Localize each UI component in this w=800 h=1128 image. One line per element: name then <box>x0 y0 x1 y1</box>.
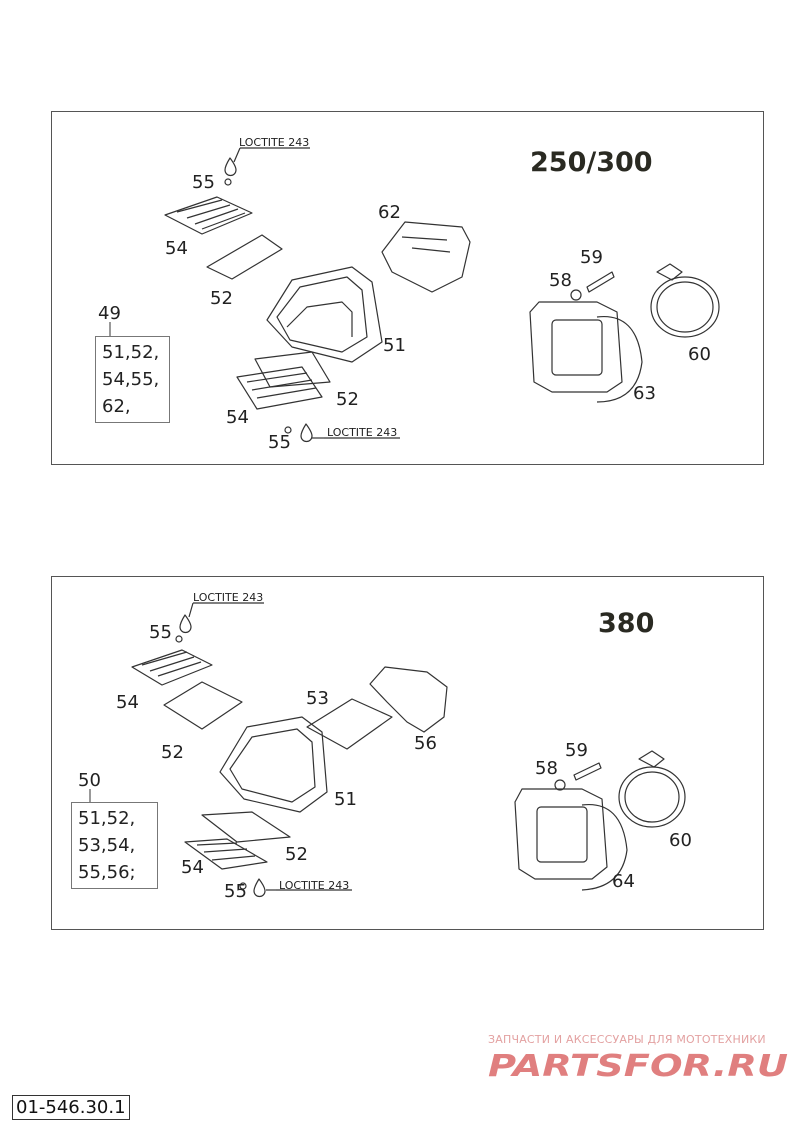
part-number-59: 59 <box>565 740 588 761</box>
kit-contents-box: 51,52, 54,55, 62, <box>95 336 170 423</box>
part-number-58: 58 <box>549 270 572 291</box>
part-number-51: 51 <box>383 335 406 356</box>
model-title: 250/300 <box>530 147 653 178</box>
part-number-60: 60 <box>688 344 711 365</box>
intake-manifold <box>529 301 623 393</box>
loctite-drop-icon <box>224 157 237 177</box>
kit-line: 54,55, <box>102 369 160 390</box>
reed-stopper-top <box>163 681 243 730</box>
diagram-panel-250-300: 250/300 LOCTITE 243 LOCTITE 243 55 54 52… <box>51 111 764 465</box>
reed-insert-56 <box>369 666 448 733</box>
kit-line: 62, <box>102 396 131 417</box>
reed-petal-bottom <box>236 366 323 410</box>
exploded-view-drawing <box>89 602 686 898</box>
partsfor-logo: PARTSFOR.RU <box>488 1049 788 1082</box>
part-number-62: 62 <box>378 202 401 223</box>
reed-petal-bottom <box>184 838 268 870</box>
diagram-panel-380: 380 LOCTITE 243 LOCTITE 243 55 54 53 56 … <box>51 576 764 930</box>
loctite-label-bottom: LOCTITE 243 <box>279 879 350 892</box>
reed-plate-53 <box>306 698 393 750</box>
part-number-54: 54 <box>116 692 139 713</box>
part-number-55: 55 <box>192 172 215 193</box>
hose-clamp <box>650 276 720 338</box>
model-title: 380 <box>598 608 655 639</box>
part-number-60: 60 <box>669 830 692 851</box>
bolt-59 <box>586 271 615 293</box>
part-number-54b: 54 <box>181 857 204 878</box>
reed-insert-62 <box>381 221 471 293</box>
part-number-59: 59 <box>580 247 603 268</box>
hose-clamp <box>618 766 686 828</box>
part-number-55: 55 <box>149 622 172 643</box>
watermark-caption: ЗАПЧАСТИ И АКСЕССУАРЫ ДЛЯ МОТОТЕХНИКИ <box>488 1033 766 1046</box>
reed-petal-top <box>164 196 253 235</box>
loctite-label-top: LOCTITE 243 <box>193 591 264 604</box>
part-number-52: 52 <box>210 288 233 309</box>
part-number-55b: 55 <box>224 881 247 902</box>
part-number-52: 52 <box>161 742 184 763</box>
reed-stopper-bottom <box>254 351 331 388</box>
kit-line: 51,52, <box>102 342 160 363</box>
intake-manifold <box>514 788 608 880</box>
part-number-52b: 52 <box>336 389 359 410</box>
loctite-label-top: LOCTITE 243 <box>239 136 310 149</box>
part-number-54: 54 <box>165 238 188 259</box>
kit-number: 49 <box>98 303 121 324</box>
watermark-logo-text: PARTSFOR.RU <box>488 1049 788 1082</box>
part-number-51: 51 <box>334 789 357 810</box>
exploded-view-drawing <box>109 147 720 443</box>
bolt-59 <box>573 762 602 781</box>
part-number-54b: 54 <box>226 407 249 428</box>
part-number-53: 53 <box>306 688 329 709</box>
reed-stopper-top <box>206 234 283 280</box>
part-number-64: 64 <box>612 871 635 892</box>
part-number-52b: 52 <box>285 844 308 865</box>
kit-line: 53,54, <box>78 835 136 856</box>
reed-stopper-bottom <box>201 811 291 843</box>
part-number-58: 58 <box>535 758 558 779</box>
kit-line: 55,56; <box>78 862 136 883</box>
drawing-number: 01-546.30.1 <box>12 1095 130 1120</box>
kit-contents-box: 51,52, 53,54, 55,56; <box>71 802 158 889</box>
loctite-drop-icon <box>179 614 192 634</box>
kit-number: 50 <box>78 770 101 791</box>
part-number-63: 63 <box>633 383 656 404</box>
reed-valve-block <box>219 716 328 813</box>
part-number-55b: 55 <box>268 432 291 453</box>
kit-line: 51,52, <box>78 808 136 829</box>
reed-valve-block <box>266 266 383 363</box>
part-number-56: 56 <box>414 733 437 754</box>
reed-petal-top <box>131 649 213 686</box>
loctite-label-bottom: LOCTITE 243 <box>327 426 398 439</box>
